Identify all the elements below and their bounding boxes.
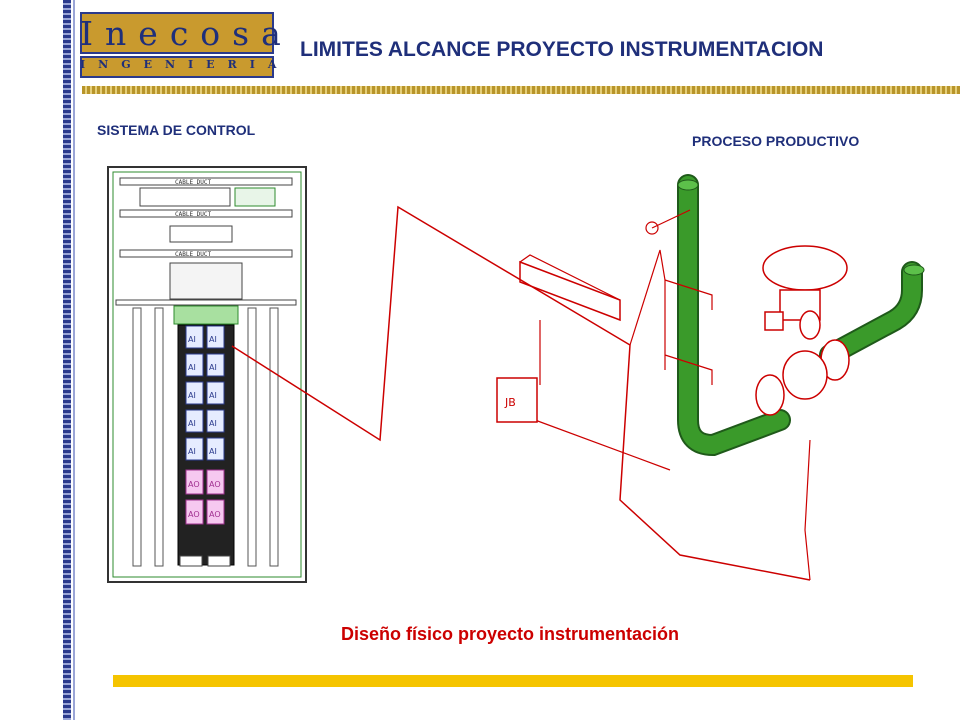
support-bracket-1 [664, 279, 713, 310]
cable-tray [519, 260, 621, 322]
ai-module-label: AI [188, 447, 196, 456]
ai-module-label: AI [209, 391, 217, 400]
control-system-label: SISTEMA DE CONTROL [97, 122, 256, 138]
process-label: PROCESO PRODUCTIVO [692, 133, 860, 149]
duct-label-2: CABLE DUCT [175, 211, 212, 218]
logo-bottom-panel [80, 56, 274, 78]
valve-body [782, 350, 828, 400]
cable-tray-edge [519, 254, 621, 301]
process-piping [677, 174, 925, 457]
cable-jb-to-field [534, 419, 671, 471]
pipe-left [679, 176, 789, 455]
logo-subtitle: INGENIERIA [80, 58, 290, 71]
header-rule [82, 86, 960, 94]
cable-duct-3 [119, 249, 293, 258]
pipe-right [821, 263, 921, 364]
ai-module-label: AI [188, 391, 196, 400]
control-valve [755, 245, 850, 416]
ao-module [185, 469, 204, 495]
ai-module-label: AI [188, 419, 196, 428]
vertical-duct-right-2 [269, 307, 279, 567]
valve-bonnet [799, 310, 821, 340]
ai-module [185, 409, 204, 433]
page-title: LIMITES ALCANCE PROYECTO INSTRUMENTACION [300, 38, 824, 61]
valve-actuator [762, 245, 848, 291]
duct-label-3: CABLE DUCT [175, 251, 212, 258]
ai-module [206, 325, 225, 349]
ai-module-label: AI [209, 335, 217, 344]
io-modules: AI AI AI AI AI AI AI AI AI AI AO AO AO [185, 325, 225, 525]
valve-flange-left [755, 374, 785, 416]
power-supply-module [234, 187, 276, 207]
terminal-block-row-1 [139, 187, 231, 207]
figure-caption: Diseño físico proyecto instrumentación [340, 624, 680, 644]
pressure-transmitter [645, 221, 659, 235]
ai-module [185, 325, 204, 349]
ao-module [185, 499, 204, 525]
rack-foot-left [179, 555, 203, 567]
cable-duct-1 [119, 177, 293, 186]
pipe-end-right [903, 264, 925, 276]
left-border-rule-inner [73, 0, 75, 720]
ao-module-label: AO [209, 510, 221, 519]
cable-route: JB [231, 205, 811, 581]
ao-module [206, 469, 225, 495]
left-border-rule [63, 0, 71, 720]
ao-module [206, 499, 225, 525]
cabinet-inner-frame [112, 171, 302, 578]
ai-module [185, 437, 204, 461]
footer-bar [113, 675, 913, 687]
rack-foot-right [207, 555, 231, 567]
ai-module [185, 381, 204, 405]
vertical-duct-left-1 [132, 307, 142, 567]
pipe-supports [645, 209, 713, 385]
cable-to-valve [804, 439, 811, 581]
ai-module [206, 381, 225, 405]
control-cabinet: CABLE DUCT CABLE DUCT CABLE DUCT AI AI A… [107, 166, 307, 583]
junction-box [496, 377, 538, 423]
ai-module-label: AI [209, 447, 217, 456]
pipe-end-top [677, 179, 699, 191]
valve-positioner [764, 311, 784, 331]
cable-to-transmitter [629, 249, 666, 370]
ai-module [185, 353, 204, 377]
ai-module-label: AI [209, 363, 217, 372]
logo-name: Inecosa [80, 14, 293, 53]
vertical-duct-left-2 [154, 307, 164, 567]
cable-duct-2 [119, 209, 293, 218]
logo-top-panel [80, 12, 274, 54]
ao-module-label: AO [188, 510, 200, 519]
inecosa-logo: Inecosa INGENIERIA [80, 12, 293, 78]
support-bracket-2 [664, 354, 713, 385]
ai-module-label: AI [188, 363, 196, 372]
ao-module-label: AO [209, 480, 221, 489]
ai-module [206, 353, 225, 377]
ai-module [206, 409, 225, 433]
ai-module-label: AI [209, 419, 217, 428]
io-terminal-green [173, 305, 239, 325]
terminal-block-row-2 [169, 225, 233, 243]
transmitter-tap [651, 209, 691, 229]
cable-duct-4 [115, 299, 297, 306]
ai-module-label: AI [188, 335, 196, 344]
duct-label-1: CABLE DUCT [175, 179, 212, 186]
ao-module-label: AO [188, 480, 200, 489]
vertical-duct-right-1 [247, 307, 257, 567]
junction-box-label: JB [504, 396, 516, 409]
ai-module [206, 437, 225, 461]
controller-rack [169, 262, 243, 300]
